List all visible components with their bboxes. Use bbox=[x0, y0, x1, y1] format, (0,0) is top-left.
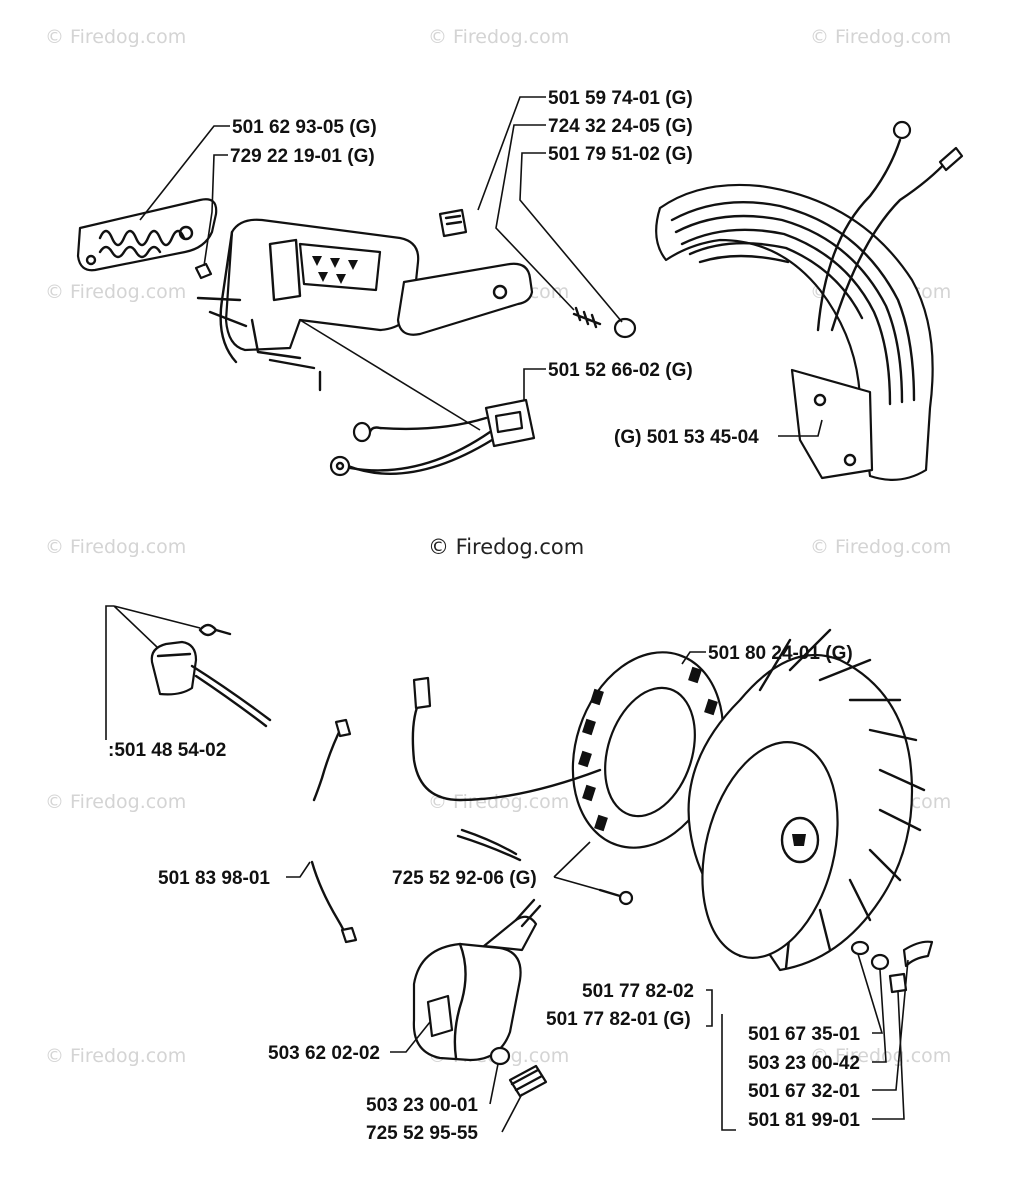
watermark-row4-left: © Firedog.com bbox=[45, 791, 186, 813]
label-501-83-98-01: 501 83 98-01 bbox=[158, 868, 270, 889]
watermark-mid-left: © Firedog.com bbox=[45, 281, 186, 303]
label-503-23-00-42: 503 23 00-42 bbox=[748, 1053, 860, 1074]
label-725-52-95-55: 725 52 95-55 bbox=[366, 1123, 478, 1144]
ignition-module-illustration bbox=[412, 898, 548, 1098]
coil-shoe-illustration bbox=[655, 120, 964, 481]
watermark-bottom-right: © Firedog.com bbox=[810, 1045, 951, 1067]
label-501-48-54-02: :501 48 54-02 bbox=[108, 740, 226, 761]
label-501-77-82-01: 501 77 82-01 (G) bbox=[546, 1009, 691, 1030]
label-501-67-32-01: 501 67 32-01 bbox=[748, 1081, 860, 1102]
watermark-row3-right: © Firedog.com bbox=[810, 536, 951, 558]
label-501-77-82-02: 501 77 82-02 bbox=[582, 981, 694, 1002]
watermark-top-right: © Firedog.com bbox=[810, 26, 951, 48]
label-503-23-00-01: 503 23 00-01 bbox=[366, 1095, 478, 1116]
watermark-layer: © Firedog.com © Firedog.com © Firedog.co… bbox=[45, 26, 951, 1067]
part-labels: 501 62 93-05 (G) 729 22 19-01 (G) 501 59… bbox=[108, 88, 860, 1144]
label-724-32-24-05: 724 32 24-05 (G) bbox=[548, 116, 693, 137]
watermark-bottom-left: © Firedog.com bbox=[45, 1045, 186, 1067]
watermark-row3-left: © Firedog.com bbox=[45, 536, 186, 558]
watermark-row4-center: © Firedog.com bbox=[428, 791, 569, 813]
label-725-52-92-06: 725 52 92-06 (G) bbox=[392, 868, 537, 889]
label-501-62-93-05: 501 62 93-05 (G) bbox=[232, 117, 377, 138]
watermark-top-center: © Firedog.com bbox=[428, 26, 569, 48]
label-501-81-99-01: 501 81 99-01 bbox=[748, 1110, 860, 1131]
label-501-59-74-01: 501 59 74-01 (G) bbox=[548, 88, 693, 109]
watermark-center-main: © Firedog.com bbox=[428, 535, 584, 559]
label-501-53-45-04: (G) 501 53 45-04 bbox=[614, 427, 759, 448]
label-501-67-35-01: 501 67 35-01 bbox=[748, 1024, 860, 1045]
label-501-80-24-01: 501 80 24-01 (G) bbox=[708, 643, 853, 664]
label-503-62-02-02: 503 62 02-02 bbox=[268, 1043, 380, 1064]
stop-switch-illustration bbox=[150, 623, 358, 944]
label-729-22-19-01: 729 22 19-01 (G) bbox=[230, 146, 375, 167]
watermark-top-left: © Firedog.com bbox=[45, 26, 186, 48]
handle-cover-illustration bbox=[76, 198, 637, 477]
leader-lines bbox=[105, 96, 909, 1133]
flywheel-illustration bbox=[411, 628, 934, 994]
label-501-79-51-02: 501 79 51-02 (G) bbox=[548, 144, 693, 165]
label-501-52-66-02: 501 52 66-02 (G) bbox=[548, 360, 693, 381]
